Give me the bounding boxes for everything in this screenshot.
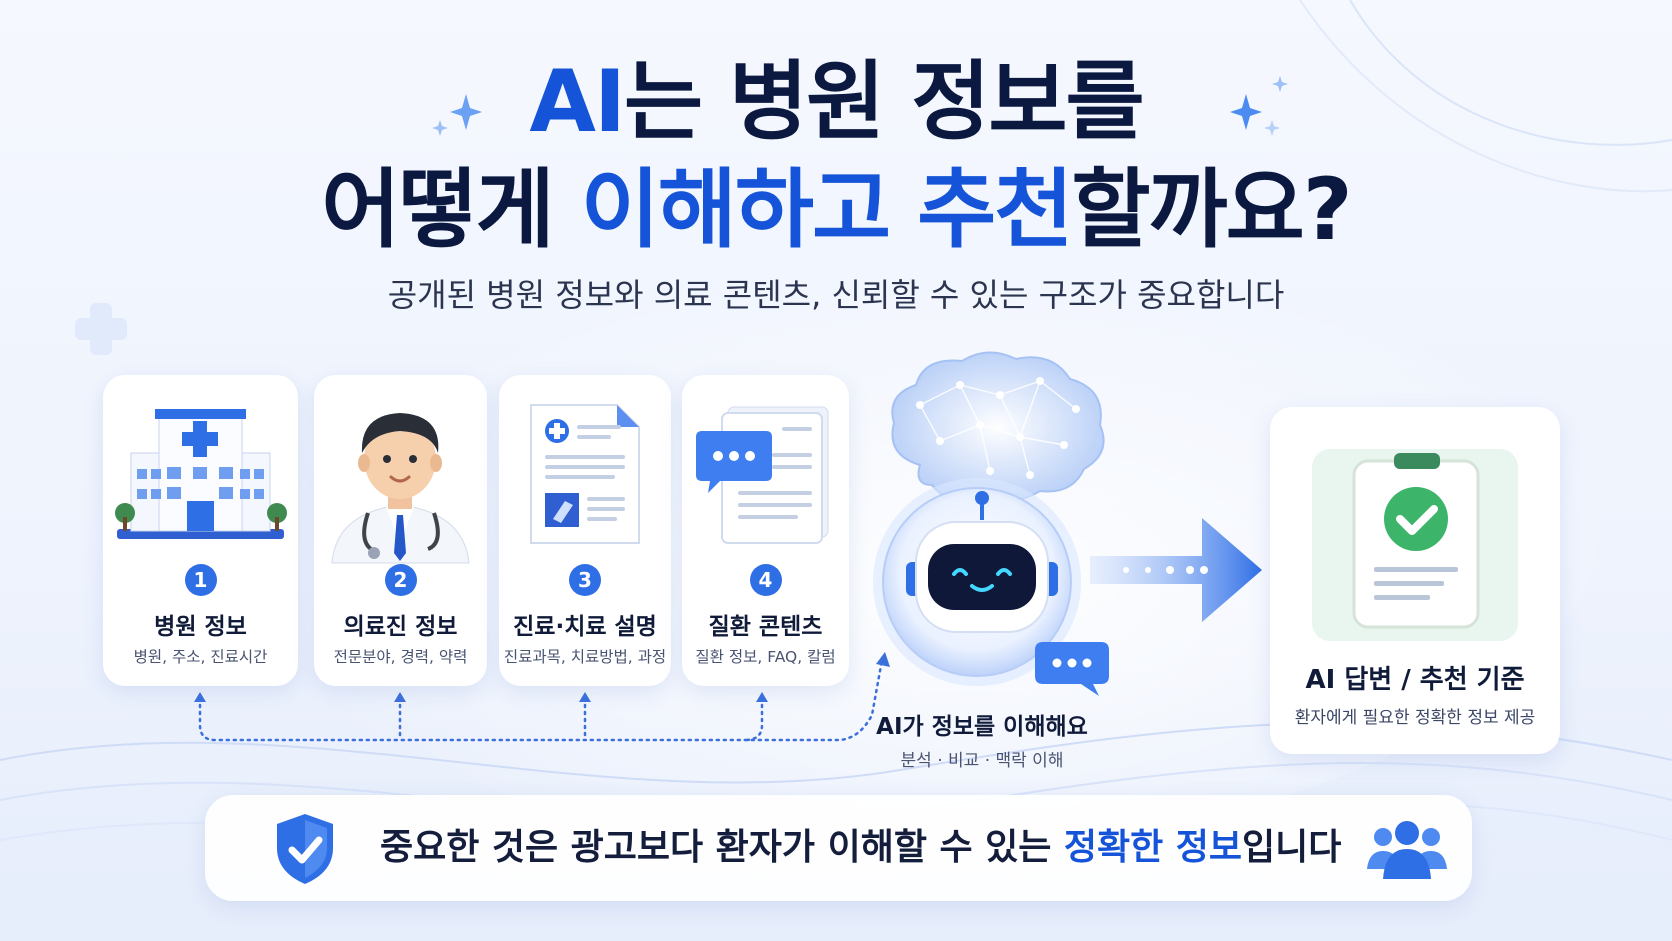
sparkle-icon [432,94,482,136]
step-number-badge: 1 [184,564,217,596]
heading-line-1: AI는 병원 정보를 [0,52,1672,152]
result-card: AI 답변 / 추천 기준 환자에게 필요한 정확한 정보 제공 [1270,407,1560,754]
step-number-badge: 4 [749,564,782,596]
hospital-icon [115,409,287,539]
chat-document-icon [696,406,829,544]
checklist-clipboard-icon [1312,449,1518,641]
chat-bubble-icon [1035,642,1109,696]
card-description: 병원, 주소, 진료시간 [133,648,268,666]
heading-highlight-recommend: 추천 [917,160,1073,260]
card-treatment-info: 3 진료·치료 설명 진료과목, 치료방법, 과정 [499,375,671,686]
card-title: 질환 콘텐츠 [708,614,823,640]
card-description: 질환 정보, FAQ, 칼럼 [695,648,836,666]
card-hospital-info: 1 병원 정보 병원, 주소, 진료시간 [103,375,298,686]
banner-message: 중요한 것은 광고보다 환자가 이해할 수 있는 정확한 정보입니다 [380,795,1341,901]
heading-highlight-understand: 이해하고 [580,160,891,260]
heading-line-2: 어떻게 이해하고 추천할까요? [0,160,1672,260]
step-number-badge: 2 [384,564,417,596]
card-title: 진료·치료 설명 [513,614,657,640]
step-number-badge: 3 [569,564,601,596]
heading-line-2-c: 할까요? [1071,160,1352,260]
heading-line-2-a: 어떻게 [321,160,581,260]
doctor-icon [331,413,470,564]
card-description: 진료과목, 치료방법, 과정 [503,648,667,666]
card-disease-content: 4 질환 콘텐츠 질환 정보, FAQ, 칼럼 [682,375,849,686]
heading-line-1-rest: 는 병원 정보를 [623,52,1145,152]
ai-description: 분석 · 비교 · 맥락 이해 [900,751,1064,771]
robot-icon [873,478,1081,686]
card-description: 전문분야, 경력, 약력 [333,648,468,666]
users-icon [1367,821,1447,879]
result-title: AI 답변 / 추천 기준 [1305,665,1525,695]
ai-label: AI가 정보를 이해해요 [876,714,1088,740]
arrow-right-icon [1090,518,1262,622]
card-title: 병원 정보 [154,614,247,640]
subtitle: 공개된 병원 정보와 의료 콘텐츠, 신뢰할 수 있는 구조가 중요합니다 [387,276,1285,314]
banner-highlight: 정확한 정보 [1063,827,1243,868]
brain-icon [891,351,1105,503]
card-title: 의료진 정보 [343,614,458,640]
banner-text-a: 중요한 것은 광고보다 환자가 이해할 수 있는 [380,827,1064,868]
heading-ai: AI [529,52,626,152]
banner-text-b: 입니다 [1242,827,1342,868]
sparkle-icon [1230,76,1288,136]
result-description: 환자에게 필요한 정확한 정보 제공 [1294,708,1536,728]
medical-document-icon [530,404,640,544]
shield-check-icon [277,814,333,884]
card-doctor-info: 2 의료진 정보 전문분야, 경력, 약력 [314,375,487,686]
bottom-banner: 중요한 것은 광고보다 환자가 이해할 수 있는 정확한 정보입니다 [205,795,1472,901]
